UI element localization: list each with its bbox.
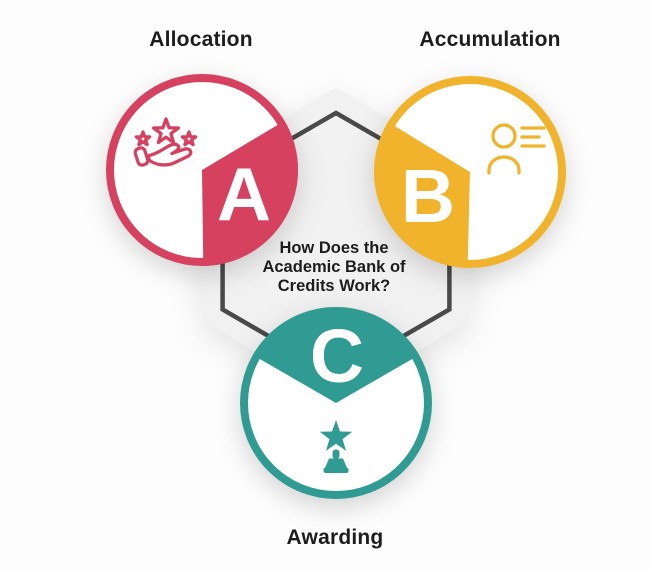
awarding-label: Awarding <box>287 526 384 549</box>
center-title-line-1: How Does the <box>279 239 388 257</box>
awarding-circle-group <box>240 307 432 499</box>
center-title-line-2: Academic Bank of <box>262 258 406 276</box>
center-title: How Does the Academic Bank of Credits Wo… <box>262 239 406 295</box>
accumulation-letter: B <box>401 154 455 238</box>
section-allocation: A Allocation <box>106 28 299 267</box>
accumulation-wedge <box>374 122 470 268</box>
accumulation-circle-group <box>374 76 566 268</box>
section-accumulation: B Accumulation <box>374 28 566 268</box>
accumulation-label: Accumulation <box>419 28 560 51</box>
allocation-wedge <box>202 120 299 267</box>
center-title-line-3: Credits Work? <box>278 277 390 295</box>
awarding-letter: C <box>310 314 364 398</box>
allocation-label: Allocation <box>149 28 253 51</box>
allocation-circle-group <box>106 74 299 267</box>
allocation-letter: A <box>217 152 271 236</box>
hand-with-stars-icon <box>133 117 198 167</box>
person-profile-list-icon <box>487 123 546 175</box>
section-awarding: C Awarding <box>240 307 432 549</box>
star-trophy-icon <box>319 420 353 473</box>
awarding-wedge <box>252 307 420 403</box>
